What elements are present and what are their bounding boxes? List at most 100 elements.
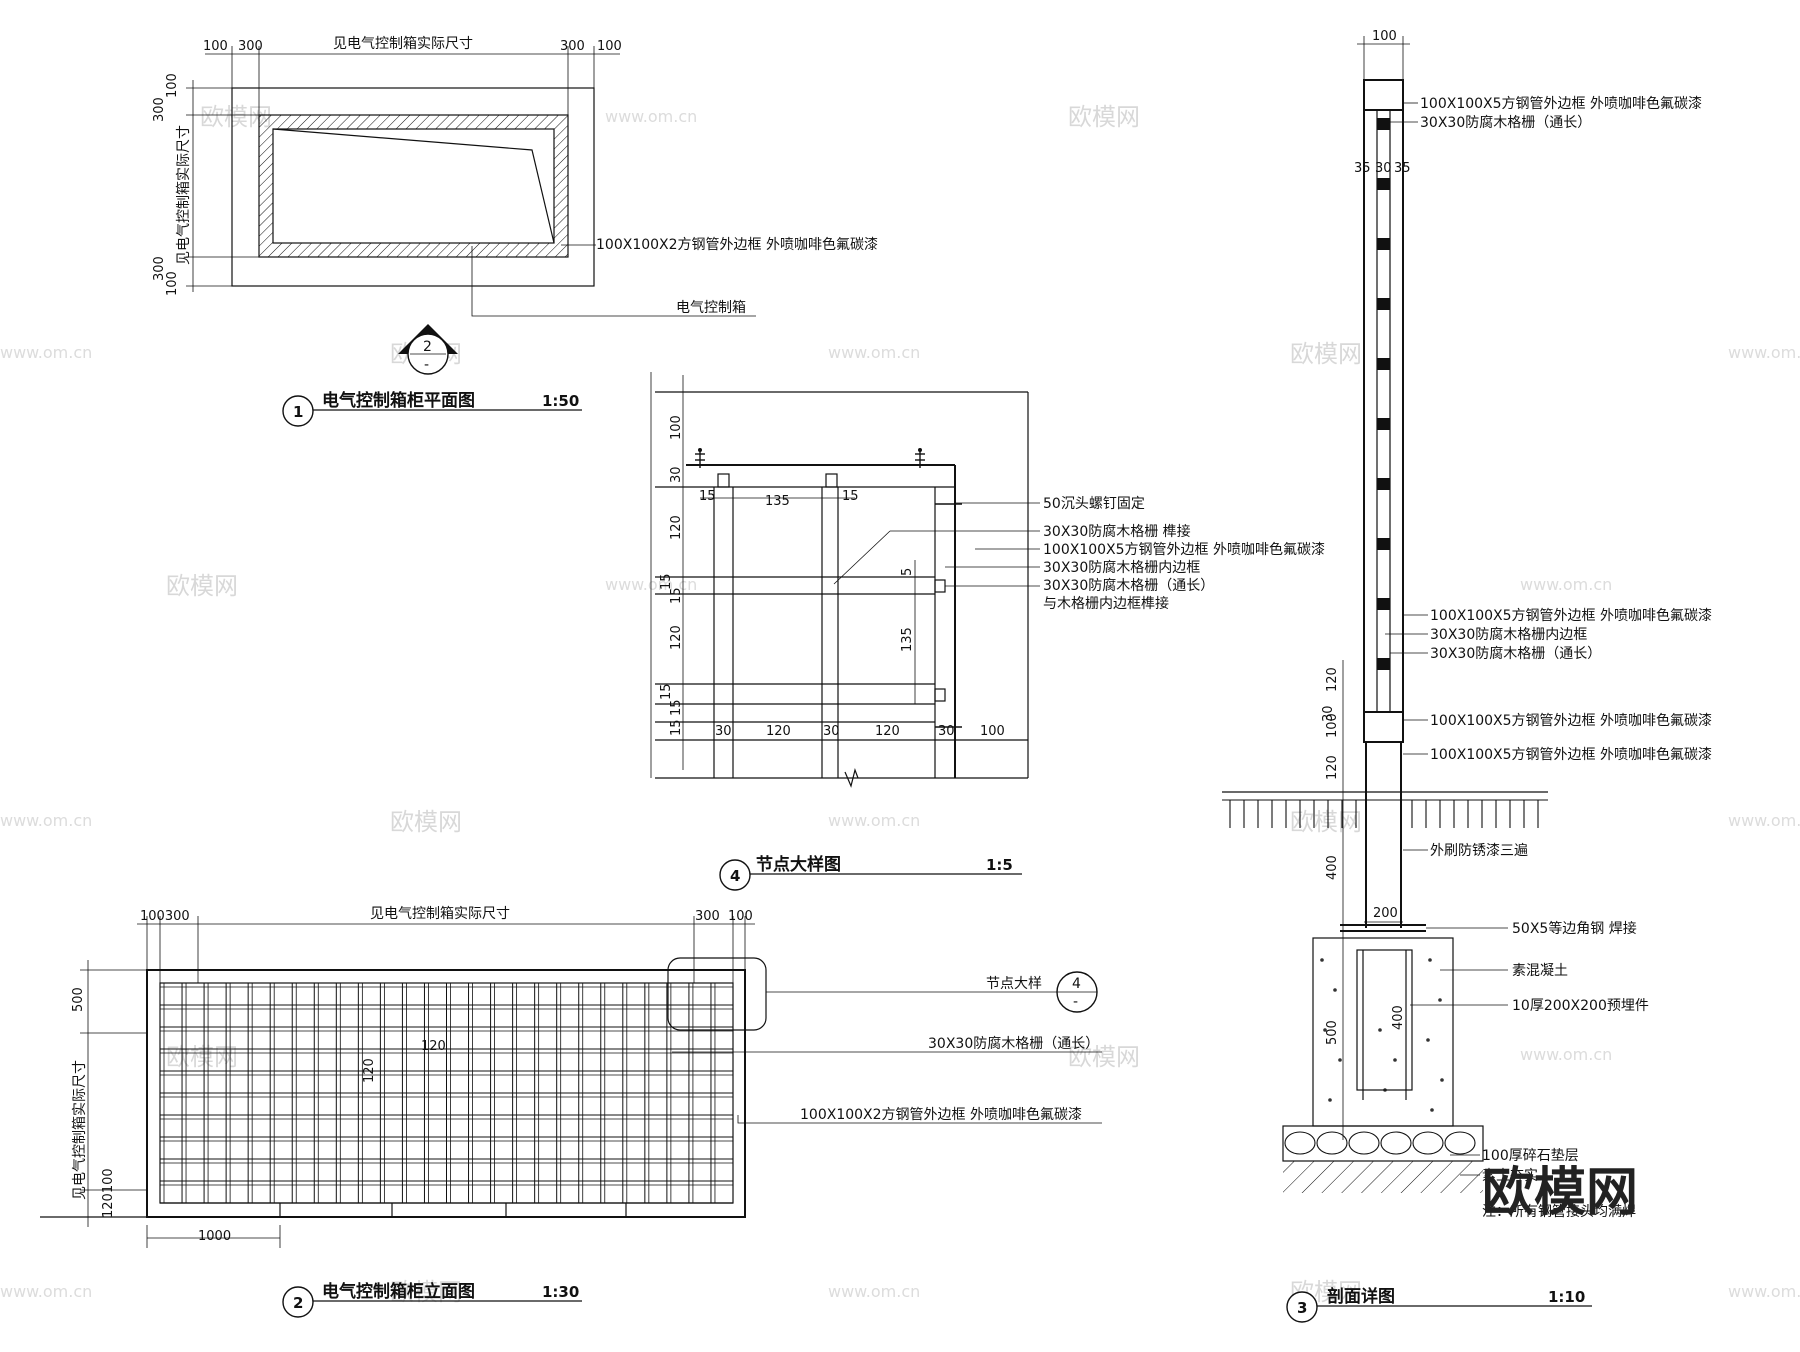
elevation-scale: 1:30 bbox=[542, 1283, 579, 1301]
section-dim-sub-3: 35 bbox=[1394, 161, 1411, 176]
elevation-title: 电气控制箱柜立面图 bbox=[322, 1281, 475, 1302]
elevation-label-2: 100X100X2方钢管外边框 外喷咖啡色氟碳漆 bbox=[800, 1106, 1082, 1123]
section-scale: 1:10 bbox=[1548, 1288, 1585, 1306]
node-scale: 1:5 bbox=[986, 856, 1013, 874]
watermark-site: www.om.cn bbox=[0, 811, 92, 830]
section-dim-left-6: 500 bbox=[1325, 1020, 1340, 1045]
section-label-6: 100X100X5方钢管外边框 外喷咖啡色氟碳漆 bbox=[1430, 712, 1712, 729]
node-dim-top-1: 15 bbox=[699, 489, 716, 504]
section-title: 剖面详图 bbox=[1327, 1286, 1395, 1307]
node-dim-bottom-2: 120 bbox=[766, 724, 791, 739]
node-label-1: 50沉头螺钉固定 bbox=[1043, 496, 1145, 512]
concrete-dot bbox=[1430, 1108, 1434, 1112]
node-dim-inner-2: 135 bbox=[900, 627, 915, 652]
plan-scale: 1:50 bbox=[542, 392, 579, 410]
watermark-logo: 欧模网 bbox=[166, 572, 238, 600]
plan-title-num: 1 bbox=[293, 403, 303, 421]
section-note: 注：所有钢管接头均满焊 bbox=[1482, 1203, 1636, 1220]
grille-block bbox=[1377, 358, 1390, 370]
elevation-timber-grille bbox=[159, 982, 734, 1204]
plan-dim-top-5: 100 bbox=[597, 39, 622, 54]
section-gravel-layer bbox=[1282, 1125, 1484, 1162]
node-dim-bottom-1: 30 bbox=[715, 724, 732, 739]
node-label-6: 与木格栅内边框榫接 bbox=[1043, 595, 1169, 612]
grille-block bbox=[1377, 658, 1390, 670]
section-label-4: 30X30防腐木格栅内边框 bbox=[1430, 626, 1587, 643]
plan-dim-left-2: 300 bbox=[152, 97, 167, 122]
concrete-dot bbox=[1378, 1028, 1382, 1032]
node-dim-bottom-4: 120 bbox=[875, 724, 900, 739]
gravel-stone bbox=[1284, 1131, 1316, 1155]
elevation-dim-top-4: 100 bbox=[728, 909, 753, 924]
section-label-11: 10厚200X200预埋件 bbox=[1512, 998, 1649, 1014]
node-label-2: 30X30防腐木格栅 榫接 bbox=[1043, 523, 1191, 540]
elevation-dim-top-2: 见电气控制箱实际尺寸 bbox=[370, 906, 510, 922]
plan-dim-top-2: 300 bbox=[238, 39, 263, 54]
elevation-dim-left-2: 见电气控制箱实际尺寸 bbox=[72, 1060, 88, 1200]
elevation-outer-frame bbox=[146, 969, 746, 1218]
grille-block bbox=[1377, 598, 1390, 610]
plan-dim-top-4: 300 bbox=[560, 39, 585, 54]
grille-block bbox=[1377, 418, 1390, 430]
section-label-12: 100厚碎石垫层 bbox=[1482, 1148, 1579, 1164]
section-label-10: 素混凝土 bbox=[1512, 963, 1568, 979]
section-concrete-texture bbox=[1320, 958, 1444, 1112]
node-label-4: 30X30防腐木格栅内边框 bbox=[1043, 559, 1200, 576]
concrete-dot bbox=[1323, 1028, 1327, 1032]
node-dim-left-5: 15 bbox=[669, 587, 684, 604]
node-title-num: 4 bbox=[730, 867, 740, 885]
plan-outer-frame bbox=[231, 87, 595, 287]
gravel-stone bbox=[1316, 1131, 1348, 1155]
node-detail-view: 100 30 120 15 15 120 15 15 15 15 135 15 … bbox=[650, 372, 1325, 891]
watermark-site: www.om.cn bbox=[1520, 575, 1612, 594]
node-dim-left-1: 100 bbox=[669, 415, 684, 440]
elevation-node-ref-num: 4 bbox=[1072, 976, 1081, 992]
watermark-site: www.om.cn bbox=[1728, 811, 1800, 830]
section-label-13: 素土夯实 bbox=[1482, 1168, 1538, 1184]
concrete-dot bbox=[1440, 1078, 1444, 1082]
node-dim-bottom-3: 30 bbox=[823, 724, 840, 739]
concrete-dot bbox=[1426, 1038, 1430, 1042]
grille-block bbox=[1377, 238, 1390, 250]
node-dim-left-4: 15 bbox=[659, 573, 674, 590]
plan-dim-left-3: 见电气控制箱实际尺寸 bbox=[176, 125, 192, 265]
section-soil-hatch bbox=[1283, 1161, 1483, 1193]
elevation-dim-inner-2: 120 bbox=[362, 1058, 377, 1083]
elevation-dim-left-1: 500 bbox=[71, 987, 86, 1012]
plan-dim-top-1: 100 bbox=[203, 39, 228, 54]
section-dim-inner-1: 200 bbox=[1373, 906, 1398, 921]
watermark-site: www.om.cn bbox=[1728, 343, 1800, 362]
node-dim-top-2: 135 bbox=[765, 494, 790, 509]
watermark-site: www.om.cn bbox=[605, 107, 697, 126]
watermark-logo-large: 欧模网 bbox=[1482, 1163, 1638, 1223]
plan-inner-opening bbox=[272, 128, 555, 244]
elevation-label-1: 30X30防腐木格栅（通长） bbox=[928, 1035, 1099, 1052]
grille-block bbox=[1377, 538, 1390, 550]
gravel-stone bbox=[1412, 1131, 1444, 1155]
section-dim-left-3: 100 bbox=[1325, 713, 1340, 738]
section-dim-left-1: 120 bbox=[1325, 667, 1340, 692]
section-dim-top: 100 bbox=[1372, 29, 1397, 44]
node-dim-left-7: 15 bbox=[659, 683, 674, 700]
node-label-3: 100X100X5方钢管外边框 外喷咖啡色氟碳漆 bbox=[1043, 541, 1325, 558]
plan-ref-sub: - bbox=[424, 357, 429, 373]
section-dim-sub-2: 30 bbox=[1375, 161, 1392, 176]
node-dim-left-8: 15 bbox=[669, 699, 684, 716]
watermark-site: www.om.cn bbox=[0, 343, 92, 362]
node-dim-left-3: 120 bbox=[669, 515, 684, 540]
watermark-site: www.om.cn bbox=[1520, 1045, 1612, 1064]
grille-block bbox=[1377, 178, 1390, 190]
gravel-stone bbox=[1444, 1131, 1476, 1155]
elevation-title-num: 2 bbox=[293, 1294, 303, 1312]
section-title-num: 3 bbox=[1297, 1299, 1307, 1317]
node-title: 节点大样图 bbox=[756, 854, 841, 875]
section-label-1: 100X100X5方钢管外边框 外喷咖啡色氟碳漆 bbox=[1420, 95, 1702, 112]
watermark-site: www.om.cn bbox=[0, 1282, 92, 1301]
grille-block bbox=[1377, 478, 1390, 490]
section-grille-blocks bbox=[1377, 118, 1390, 670]
node-label-5: 30X30防腐木格栅（通长） bbox=[1043, 577, 1214, 594]
section-label-7: 100X100X5方钢管外边框 外喷咖啡色氟碳漆 bbox=[1430, 746, 1712, 763]
section-ground-hatch bbox=[1222, 799, 1548, 828]
